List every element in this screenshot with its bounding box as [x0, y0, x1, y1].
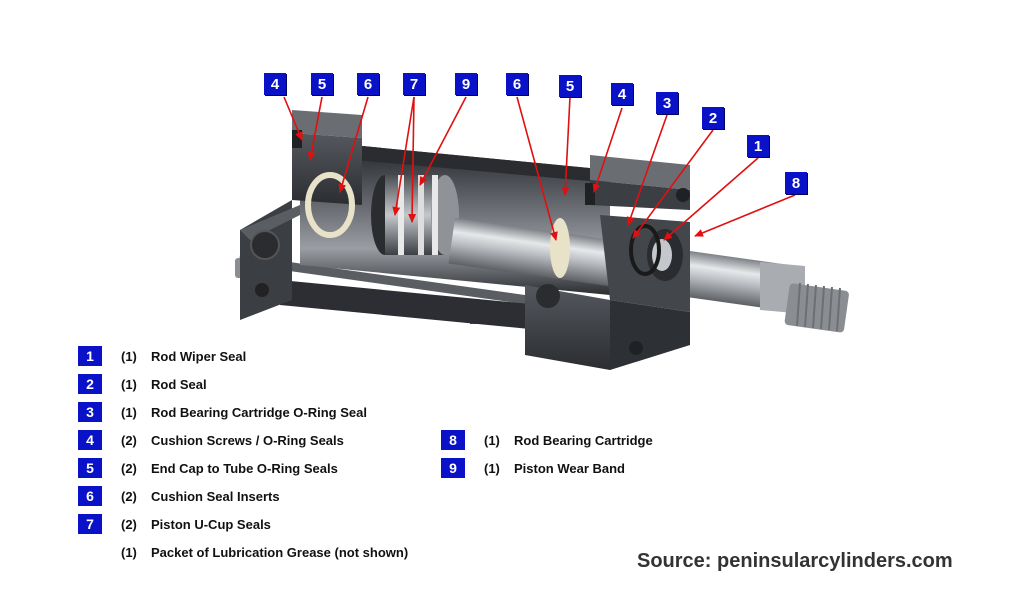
callout-badge-8: 8	[785, 172, 807, 194]
legend-number-blank	[78, 542, 102, 562]
callout-badge-5b: 5	[559, 75, 581, 97]
callout-badge-6a: 6	[357, 73, 379, 95]
legend-text: Piston U-Cup Seals	[151, 516, 271, 532]
legend-qty: (1)	[121, 376, 137, 392]
callout-badge-4a: 4	[264, 73, 286, 95]
legend-qty: (1)	[484, 432, 500, 448]
legend-qty: (1)	[121, 348, 137, 364]
legend-text: Piston Wear Band	[514, 460, 626, 476]
source-credit: Source: peninsularcylinders.com	[637, 550, 953, 572]
legend-item-8: 8 (1) Rod Bearing Cartridge	[441, 429, 653, 451]
legend-item-2: 2 (1) Rod Seal	[78, 373, 207, 395]
legend-number: 5	[78, 458, 102, 478]
legend-text: Cushion Screws / O-Ring Seals	[151, 432, 344, 448]
legend-qty: (2)	[121, 488, 137, 504]
legend-item-6: 6 (2) Cushion Seal Inserts	[78, 485, 280, 507]
piston	[371, 175, 459, 255]
legend-qty: (2)	[121, 432, 137, 448]
callout-badge-2: 2	[702, 107, 724, 129]
legend-number: 8	[441, 430, 465, 450]
legend-text: Rod Bearing Cartridge O-Ring Seal	[151, 404, 367, 420]
legend-number: 7	[78, 514, 102, 534]
callout-badge-4b: 4	[611, 83, 633, 105]
legend-qty: (1)	[121, 404, 137, 420]
callout-badge-1: 1	[747, 135, 769, 157]
legend-text: Rod Bearing Cartridge	[514, 432, 653, 448]
legend-item-3: 3 (1) Rod Bearing Cartridge O-Ring Seal	[78, 401, 367, 423]
callout-leaders	[283, 96, 796, 241]
legend-item-7: 7 (2) Piston U-Cup Seals	[78, 513, 271, 535]
callout-badge-3: 3	[656, 92, 678, 114]
legend-number: 1	[78, 346, 102, 366]
legend-item-1: 1 (1) Rod Wiper Seal	[78, 345, 246, 367]
legend-qty: (2)	[121, 516, 137, 532]
legend-qty: (1)	[121, 544, 137, 560]
legend-qty: (1)	[484, 460, 500, 476]
legend-text: Cushion Seal Inserts	[151, 488, 280, 504]
legend-item-grease: (1) Packet of Lubrication Grease (not sh…	[78, 541, 408, 563]
legend-item-9: 9 (1) Piston Wear Band	[441, 457, 625, 479]
callout-badge-5a: 5	[311, 73, 333, 95]
callout-badge-9: 9	[455, 73, 477, 95]
legend-text: Rod Seal	[151, 376, 207, 392]
callout-badge-6b: 6	[506, 73, 528, 95]
legend-item-4: 4 (2) Cushion Screws / O-Ring Seals	[78, 429, 344, 451]
legend-text: End Cap to Tube O-Ring Seals	[151, 460, 338, 476]
callout-badge-7: 7	[403, 73, 425, 95]
rear-seal-ring	[305, 172, 355, 238]
legend-number: 3	[78, 402, 102, 422]
legend-number: 2	[78, 374, 102, 394]
legend-number: 4	[78, 430, 102, 450]
legend-text: Rod Wiper Seal	[151, 348, 247, 364]
legend-text: Packet of Lubrication Grease (not shown)	[151, 544, 409, 560]
legend-number: 6	[78, 486, 102, 506]
legend-number: 9	[441, 458, 465, 478]
legend-qty: (2)	[121, 460, 137, 476]
legend-item-5: 5 (2) End Cap to Tube O-Ring Seals	[78, 457, 338, 479]
